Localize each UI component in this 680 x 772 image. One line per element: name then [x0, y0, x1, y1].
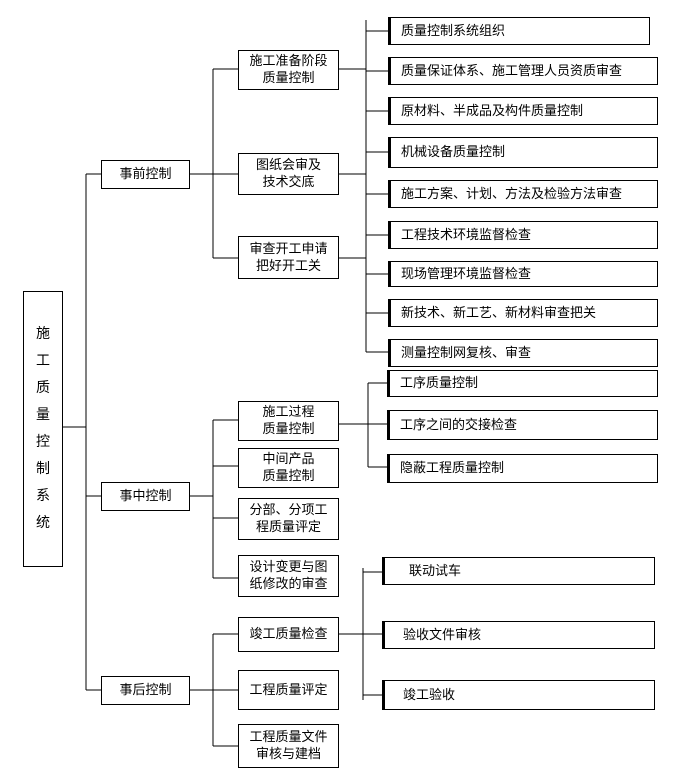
pre-detail-item: 测量控制网复核、审查	[390, 339, 658, 367]
post-child-node: 竣工质量检查	[238, 617, 339, 652]
pre-detail-item: 工程技术环境监督检查	[390, 221, 658, 249]
mid-child-node: 设计变更与图 纸修改的审查	[238, 555, 339, 597]
root-char: 系	[36, 488, 50, 504]
root-char: 制	[36, 461, 50, 477]
mid-child-node: 分部、分项工 程质量评定	[238, 498, 339, 540]
mid-child-node: 中间产品 质量控制	[238, 448, 339, 488]
mid-detail-item: 工序质量控制	[389, 370, 658, 397]
root-char: 统	[36, 515, 50, 531]
post-detail-item: 竣工验收	[384, 680, 655, 710]
post-child-node: 工程质量评定	[238, 670, 339, 710]
post-child-node: 工程质量文件 审核与建档	[238, 724, 339, 768]
root-node: 施 工 质 量 控 制 系 统	[23, 291, 63, 567]
pre-detail-item: 质量保证体系、施工管理人员资质审查	[390, 57, 658, 85]
root-char: 质	[36, 380, 50, 396]
pre-detail-item: 原材料、半成品及构件质量控制	[390, 97, 658, 125]
stage-mid-control: 事中控制	[101, 482, 190, 511]
pre-detail-item: 机械设备质量控制	[390, 137, 658, 168]
mid-child-node: 施工过程 质量控制	[238, 401, 339, 441]
pre-detail-item: 施工方案、计划、方法及检验方法审查	[390, 180, 658, 208]
pre-child-node: 审查开工申请 把好开工关	[238, 236, 339, 279]
post-detail-item: 验收文件审核	[384, 621, 655, 649]
root-char: 量	[36, 407, 50, 423]
mid-detail-item: 隐蔽工程质量控制	[389, 454, 658, 483]
pre-child-node: 施工准备阶段 质量控制	[238, 50, 339, 90]
root-char: 工	[36, 353, 50, 369]
pre-detail-item: 新技术、新工艺、新材料审查把关	[390, 299, 658, 327]
root-char: 控	[36, 434, 50, 450]
pre-child-node: 图纸会审及 技术交底	[238, 153, 339, 195]
mid-detail-item: 工序之间的交接检查	[389, 410, 658, 440]
stage-pre-control: 事前控制	[101, 160, 190, 189]
pre-detail-item: 质量控制系统组织	[390, 17, 650, 45]
root-char: 施	[36, 326, 50, 342]
pre-detail-item: 现场管理环境监督检查	[390, 261, 658, 287]
stage-post-control: 事后控制	[101, 676, 190, 705]
post-detail-item: 联动试车	[384, 557, 655, 585]
